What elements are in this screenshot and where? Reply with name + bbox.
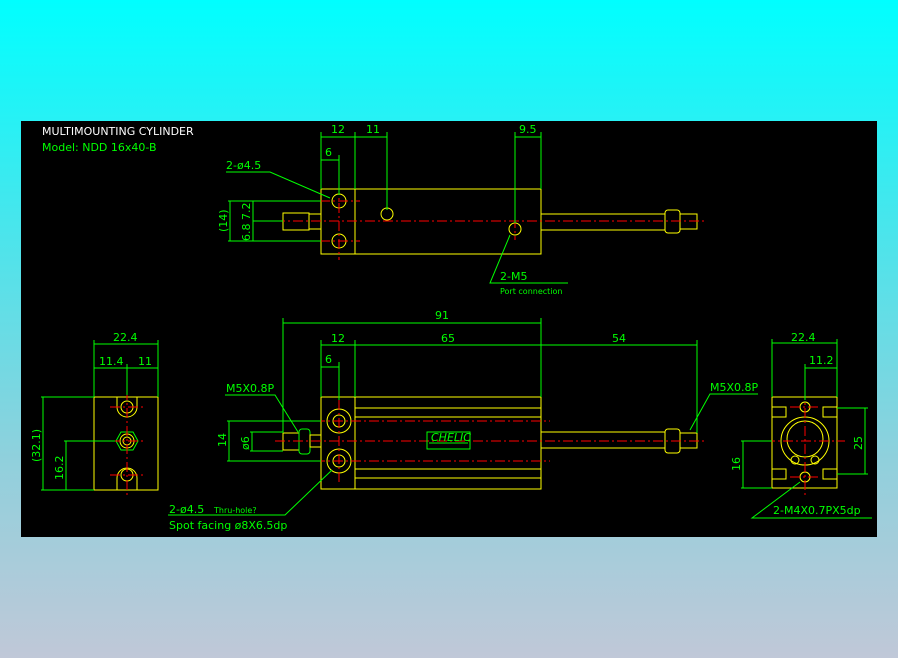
dim-54: 54 [612, 332, 626, 345]
front-view: CHELIC 91 12 65 54 6 14 ø6 M5X0.8P M5X0.… [168, 309, 759, 532]
dim-16: 16 [730, 457, 743, 471]
dim-12: 12 [331, 123, 345, 136]
port-callout: 2-M5 [500, 270, 527, 283]
cylinder-drawing: MULTIMOUNTING CYLINDER Model: NDD 16x40-… [30, 123, 872, 532]
dim-6-8: 6.8 [240, 224, 253, 242]
drawing-title: MULTIMOUNTING CYLINDER [42, 125, 194, 138]
spot-facing-note: Spot facing ø8X6.5dp [169, 519, 287, 532]
dim-32-1: (32.1) [30, 429, 43, 462]
dim-11-4: 11.4 [99, 355, 124, 368]
tap-callout: 2-M4X0.7PX5dp [773, 504, 861, 517]
dim-14: 14 [216, 433, 229, 447]
dim-65: 65 [441, 332, 455, 345]
dim-6: 6 [325, 353, 332, 366]
dim-25: 25 [852, 436, 865, 450]
dim-16-2: 16.2 [53, 456, 66, 481]
thread-left: M5X0.8P [226, 382, 275, 395]
dim-6: 6 [325, 146, 332, 159]
brand-label: CHELIC [431, 431, 471, 444]
hole-callout: 2-ø4.5 [169, 503, 204, 516]
top-view: 12 11 6 9.5 2-ø4.5 (14) 6.8 7.2 2-M5 Por… [217, 123, 705, 296]
left-end-view: 22.4 11.4 11 (32.1) 16.2 [30, 331, 159, 497]
cad-drawing-canvas: MULTIMOUNTING CYLINDER Model: NDD 16x40-… [21, 121, 877, 537]
brand-plate [426, 431, 471, 450]
right-end-view: 22.4 11.2 25 16 2-M4X0.7PX5dp [730, 331, 872, 519]
thread-right: M5X0.8P [710, 381, 759, 394]
model-label: Model: NDD 16x40-B [42, 141, 157, 154]
hole-callout: 2-ø4.5 [226, 159, 261, 172]
dim-22-4: 22.4 [791, 331, 816, 344]
dim-22-4: 22.4 [113, 331, 138, 344]
dim-11: 11 [366, 123, 380, 136]
dim-91: 91 [435, 309, 449, 322]
port-note: Port connection [500, 287, 562, 296]
dim-9-5: 9.5 [519, 123, 537, 136]
dim-7-2: 7.2 [240, 203, 253, 221]
dim-11-2: 11.2 [809, 354, 834, 367]
dim-dia6: ø6 [239, 436, 252, 450]
hole-note: Thru-hole? [213, 506, 257, 515]
dim-14: (14) [217, 209, 230, 232]
dim-12: 12 [331, 332, 345, 345]
dim-11: 11 [138, 355, 152, 368]
